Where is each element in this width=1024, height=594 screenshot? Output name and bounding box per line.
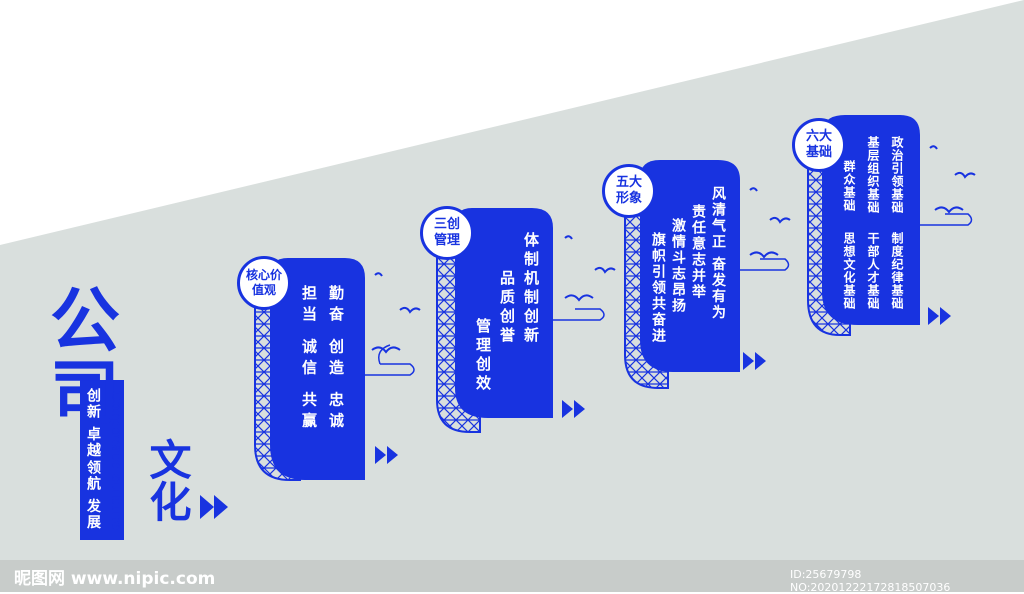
panel-4-col-1: 政治引领基础 [890, 136, 904, 214]
panel-3-col-4: 旗帜引领共奋进 [650, 232, 666, 344]
title-arrow-1 [200, 495, 214, 519]
panel-1-graphic [254, 258, 415, 481]
panel-3-graphic [624, 160, 790, 389]
title-english: Corporate culture [108, 390, 124, 531]
title-arrow-2 [214, 495, 228, 519]
panel-4-col-4: 制度纪律基础 [890, 232, 904, 310]
birds-decoration [371, 145, 976, 354]
panel-3-badge-label: 五大形象 [615, 174, 642, 206]
panel-2-col-3: 管理创效 [474, 318, 492, 394]
watermark-bar [0, 560, 1024, 592]
slogan-col2: 领航 发展 [85, 460, 101, 531]
panel-1-badge: 核心价值观 [237, 256, 291, 310]
panel-4-graphic [807, 115, 973, 336]
panel-1-col-2: 担当 诚信 共赢 [300, 285, 318, 434]
panel-4-col-6: 思想文化基础 [842, 232, 856, 310]
panel-4-badge: 六大基础 [792, 118, 846, 172]
slogan-col1: 创新 卓越 [85, 388, 101, 459]
panel-2-badge: 三创管理 [420, 206, 474, 260]
title-line1: 公司 [50, 279, 120, 434]
title-line2: 文化 [143, 438, 192, 522]
panel-4-col-3: 群众基础 [842, 160, 856, 212]
panel-3-badge: 五大形象 [602, 164, 656, 218]
panel-2-graphic [436, 208, 605, 433]
panel-2-col-2: 品质创誉 [498, 270, 516, 346]
watermark-left: 昵图网 www.nipic.com [14, 569, 216, 589]
panel-3-col-3: 激情斗志昂扬 [670, 218, 686, 314]
panel-4-badge-label: 六大基础 [805, 128, 832, 160]
panel-3-col-1: 风清气正 奋发有为 [710, 186, 726, 321]
panel-2-badge-label: 三创管理 [433, 216, 460, 248]
panel-1-badge-label: 核心价值观 [245, 268, 282, 297]
watermark-right: ID:25679798 NO:20201222172818507036 [790, 568, 951, 594]
panel-2-col-1: 体制机制创新 [522, 232, 540, 346]
panel-4-col-5: 干部人才基础 [866, 232, 880, 310]
panel-1-col-1: 勤奋 创造 忠诚 [327, 285, 345, 434]
panel-3-col-2: 责任意志并举 [690, 204, 706, 300]
panel-4-col-2: 基层组织基础 [866, 136, 880, 214]
slogan-block [80, 380, 124, 540]
